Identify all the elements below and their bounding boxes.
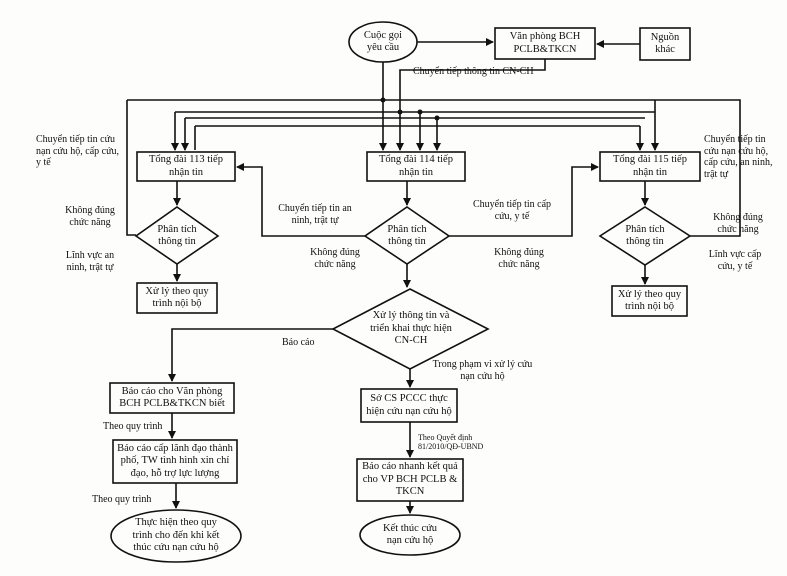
label-follow-proc-1: Theo quy trình [103,421,163,432]
edge-to-report [168,328,333,382]
pccc-dept-node: Sở CS PCCC thực hiện cứu nạn cứu hộ [366,393,452,417]
edge-office-down [399,59,546,84]
label-forward-rescue-right: Chuyển tiếp tin cứu nạn cứu hộ, cấp cứu,… [704,134,773,180]
switch-115-shape [599,151,701,182]
edge-113-left-loop [126,100,136,236]
other-source-node: Nguồn khác [650,31,680,55]
edge-114-to-113 [236,163,365,237]
process-deploy-node: Xử lý thông tin và triển khai thực hiện … [370,310,452,347]
end-rescue-shape [359,514,461,556]
end-rescue-node: Kết thúc cứu nạn cứu hộ [382,522,438,546]
switch-115-node: Tổng đài 115 tiếp nhận tin [613,154,687,178]
internal-113-node: Xử lý theo quy trình nội bộ [145,285,209,309]
execute-until-end-node: Thực hiện theo quy trình cho đến khi kết… [132,517,220,554]
label-report: Báo cáo [282,337,315,348]
pccc-dept-shape [360,388,458,423]
edge-115-right-loop [655,99,741,237]
analyze-114-node: Phân tích thông tin [387,223,427,247]
label-decision: Theo Quyết định 81/2010/QĐ-UBND [418,433,484,452]
quick-report-node: Báo cáo nhanh kết quả cho VP BCH PCLB & … [362,461,458,498]
label-wrong-func-113: Không đúng chức năng [65,205,115,228]
office-bch-node: Văn phòng BCH PCLB&TKCN [509,31,581,55]
report-leaders-shape [112,439,238,484]
switch-114-shape [366,151,466,182]
label-forward-emergency: Chuyển tiếp tin cấp cứu, y tế [472,199,552,222]
switch-113-node: Tổng đài 113 tiếp nhận tin [149,154,223,178]
label-forward-security: Chuyển tiếp tin an ninh, trật tự [278,203,352,226]
label-wrong-func-114-right: Không đúng chức năng [494,247,544,270]
label-wrong-func-114-left: Không đúng chức năng [310,247,360,270]
call-request-node: Cuộc gọi yêu cầu [363,29,403,53]
report-office-node: Báo cáo cho Văn phòng BCH PCLB&TKCN biết [119,385,225,409]
label-field-emergency: Lĩnh vực cấp cứu, y tế [708,249,762,272]
label-forward-rescue-left: Chuyển tiếp tin cứu nạn cứu hộ, cấp cứu,… [36,134,120,168]
label-field-security: Lĩnh vực an ninh, trật tự [65,250,115,273]
analyze-113-node: Phân tích thông tin [157,223,197,247]
switch-113-shape [136,151,236,182]
edge-114-to-115 [449,163,599,237]
label-follow-proc-2: Theo quy trình [92,494,152,505]
internal-115-node: Xử lý theo quy trình nội bộ [617,288,682,312]
analyze-115-node: Phân tích thông tin [625,223,665,247]
report-leaders-node: Báo cáo cấp lãnh đạo thành phố, TW tình … [117,442,233,479]
label-scope: Trong phạm vi xử lý cứu nạn cứu hộ [432,359,533,382]
execute-until-end-shape [110,509,242,563]
label-forward-cnch: Chuyển tiếp thông tin CN-CH [413,66,534,77]
internal-113-shape [136,282,218,314]
switch-114-node: Tổng đài 114 tiếp nhận tin [379,154,453,178]
internal-115-shape [611,285,688,317]
label-wrong-func-115: Không đúng chức năng [713,212,763,235]
